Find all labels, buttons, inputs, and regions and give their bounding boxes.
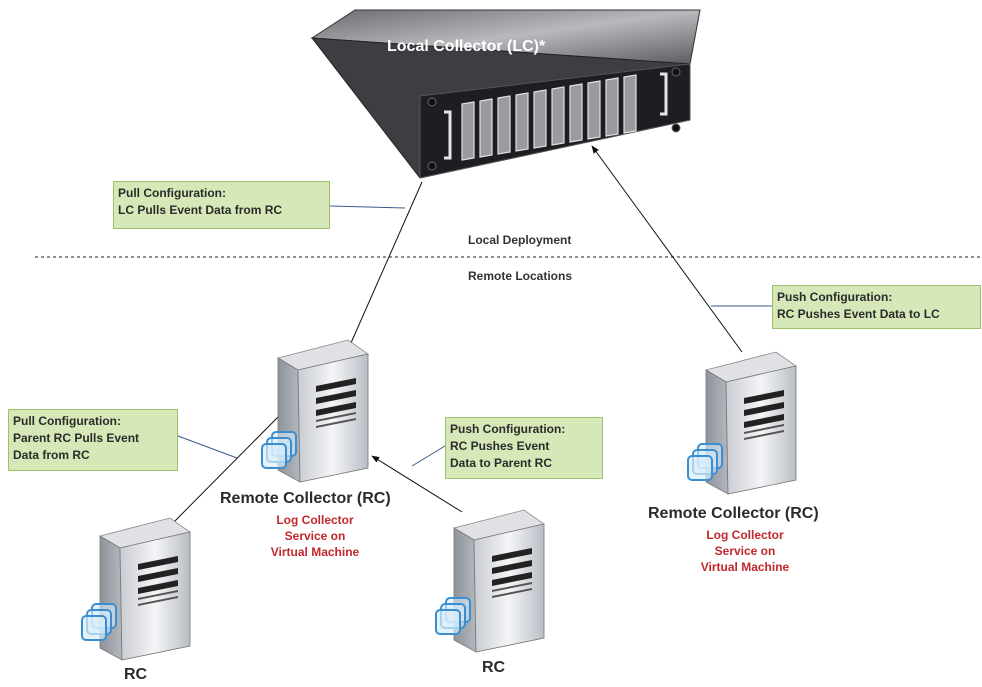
callout-parent-push-line1: Push Configuration: (450, 422, 566, 436)
callout-lc-pull-line1: Pull Configuration: (118, 186, 226, 200)
local-collector-rack (310, 9, 701, 179)
server-tower-child-right (453, 509, 545, 653)
rc-child-right-title: RC (482, 659, 506, 676)
callout-parent-pull-line2: Parent RC Pulls Event (13, 431, 140, 445)
rc-child-left-title: RC (124, 666, 148, 683)
arrow-lc-to-rc (346, 181, 423, 353)
rc-right-subtitle-line3: Virtual Machine (700, 560, 790, 574)
local-collector-title: Local Collector (LC)* (387, 38, 546, 55)
callout-rc-push-lc: Push Configuration: RC Pushes Event Data… (772, 285, 981, 329)
callout-rc-push-lc-line1: Push Configuration: (777, 290, 893, 304)
rc-right-subtitle: Log Collector Service on Virtual Machine (690, 527, 800, 575)
rc-center-subtitle-line3: Virtual Machine (270, 545, 360, 559)
connector-lc-pull (329, 205, 406, 209)
rc-center-title: Remote Collector (RC) (220, 490, 391, 507)
callout-lc-pull-line2: LC Pulls Event Data from RC (118, 203, 283, 217)
rc-center-subtitle-line1: Log Collector (276, 513, 354, 527)
rc-right-subtitle-line2: Service on (714, 544, 776, 558)
connector-parent-pull (177, 435, 238, 459)
rc-center-subtitle-line2: Service on (284, 529, 346, 543)
arrow-parent-to-child (167, 414, 281, 529)
server-tower-center (277, 339, 369, 483)
zone-remote-label: Remote Locations (468, 269, 573, 283)
zone-local-label: Local Deployment (468, 233, 572, 247)
rc-center-subtitle: Log Collector Service on Virtual Machine (260, 512, 370, 560)
callout-lc-pull: Pull Configuration: LC Pulls Event Data … (113, 181, 330, 229)
rc-right-title: Remote Collector (RC) (648, 505, 819, 522)
callout-parent-push-line2: RC Pushes Event (450, 439, 550, 453)
callout-parent-push: Push Configuration: RC Pushes Event Data… (445, 417, 603, 479)
callout-parent-pull-line3: Data from RC (13, 448, 90, 462)
callout-parent-pull: Pull Configuration: Parent RC Pulls Even… (8, 409, 178, 471)
callout-parent-pull-line1: Pull Configuration: (13, 414, 121, 428)
callout-rc-push-lc-line2: RC Pushes Event Data to LC (777, 307, 940, 321)
connector-parent-push (411, 445, 446, 467)
callout-parent-push-line3: Data to Parent RC (450, 456, 553, 470)
server-tower-right (705, 351, 797, 495)
arrow-child-to-parent (371, 455, 463, 513)
server-tower-child-left (99, 517, 191, 661)
rc-right-subtitle-line1: Log Collector (706, 528, 784, 542)
arrow-rc-to-lc (591, 145, 743, 353)
